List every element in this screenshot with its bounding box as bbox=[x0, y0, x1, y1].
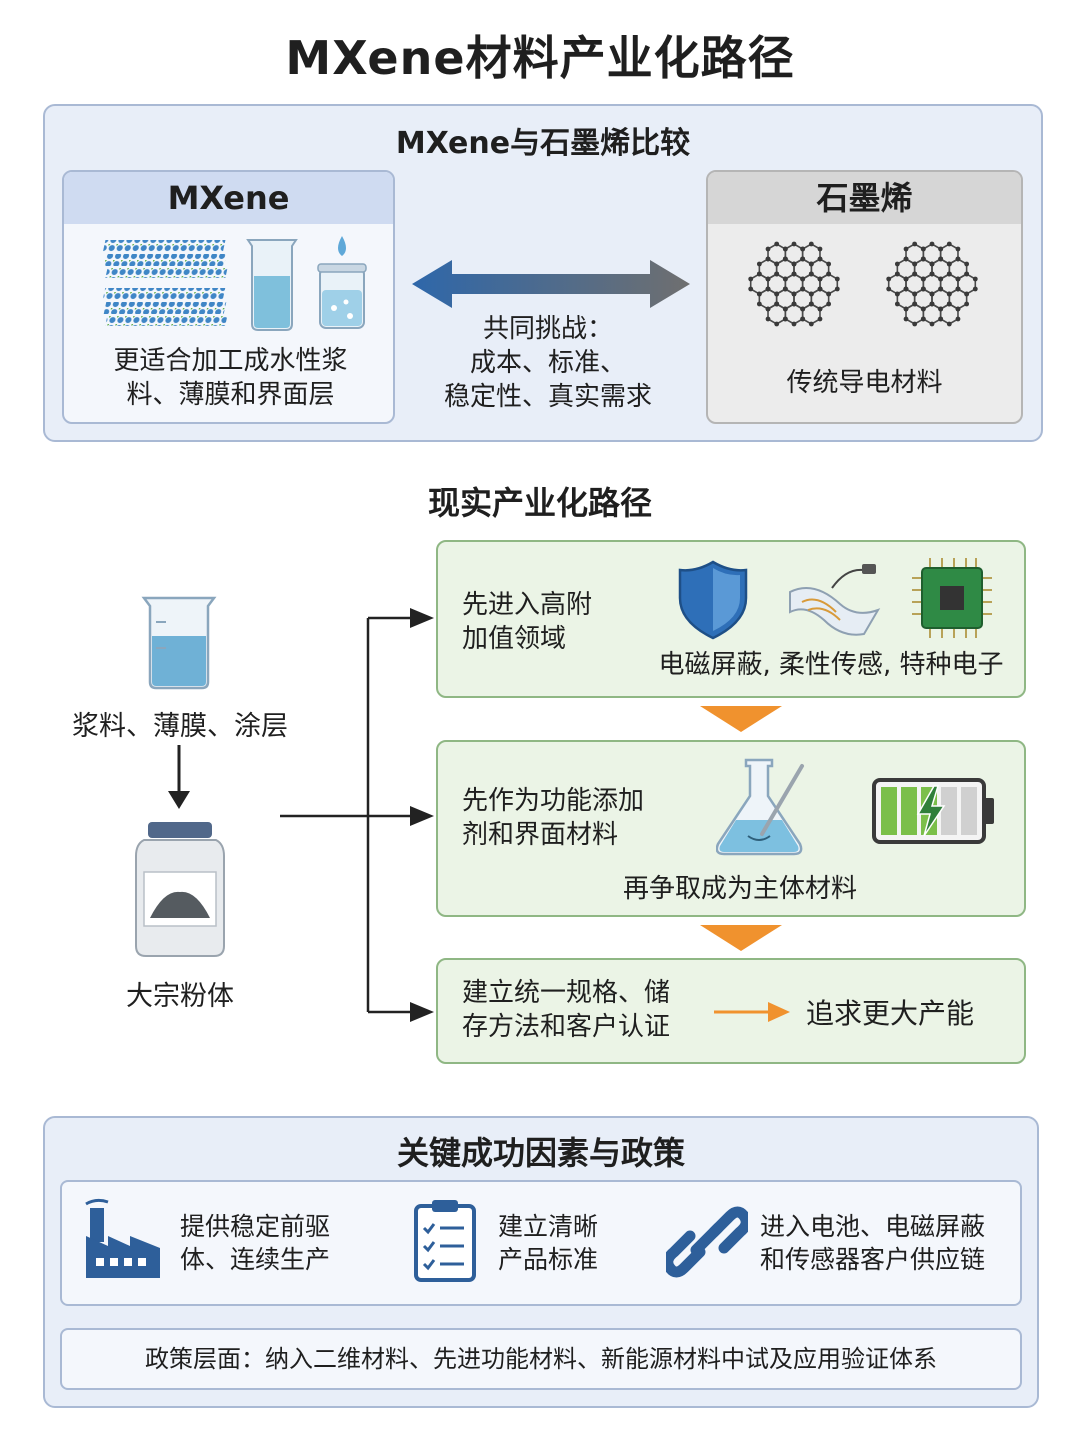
path-title: 现实产业化路径 bbox=[427, 484, 652, 522]
stage1-line2: 加值领域 bbox=[462, 624, 567, 654]
challenge-line3: 稳定性、真实需求 bbox=[443, 382, 652, 412]
factor2-line2: 产品标准 bbox=[498, 1245, 599, 1274]
factors-title: 关键成功因素与政策 bbox=[396, 1134, 685, 1172]
challenge-line2: 成本、标准、 bbox=[469, 348, 626, 378]
mxene-box: MXene bbox=[62, 170, 395, 424]
factor1-line1: 提供稳定前驱 bbox=[180, 1212, 331, 1241]
factors-box bbox=[60, 1180, 1022, 1306]
factor3-line2: 和传感器客户供应链 bbox=[760, 1245, 986, 1274]
beaker-icon bbox=[246, 239, 298, 331]
factor2-line1: 建立清晰 bbox=[498, 1212, 599, 1241]
challenge-heading: 共同挑战： bbox=[482, 314, 613, 344]
mxene-heading: MXene bbox=[64, 172, 393, 224]
factory-icon bbox=[85, 1198, 160, 1278]
policy-statement: 政策层面：纳入二维材料、先进功能材料、新能源材料中试及应用验证体系 bbox=[60, 1328, 1022, 1390]
stage3-result: 追求更大产能 bbox=[806, 997, 975, 1030]
mxene-layers-icon bbox=[102, 236, 367, 331]
factor1-text: 提供稳定前驱 体、连续生产 bbox=[180, 1210, 330, 1276]
graphene-heading: 石墨烯 bbox=[708, 172, 1021, 224]
water-jar-icon bbox=[317, 236, 367, 329]
mxene-description: 更适合加工成水性浆 料、薄膜和界面层 bbox=[64, 344, 397, 412]
factor3-line1: 进入电池、电磁屏蔽 bbox=[760, 1212, 986, 1241]
checklist-icon bbox=[414, 1200, 476, 1282]
battery-charging-icon bbox=[872, 778, 994, 844]
factor3-text: 进入电池、电磁屏蔽 和传感器客户供应链 bbox=[760, 1210, 985, 1276]
graphene-lattice-icon bbox=[748, 241, 978, 327]
stage2-line2: 剂和界面材料 bbox=[462, 820, 619, 850]
factor2-text: 建立清晰 产品标准 bbox=[498, 1210, 598, 1276]
stage3-line1: 建立统一规格、储 bbox=[462, 978, 671, 1008]
stage2-line1: 先作为功能添加 bbox=[462, 786, 645, 816]
stage2-goal: 再争取成为主体材料 bbox=[622, 874, 857, 904]
powder-jar-icon bbox=[135, 822, 225, 957]
orange-down-arrow-icon bbox=[700, 706, 782, 732]
branch-connector bbox=[280, 608, 434, 1022]
stage1-applications: 电磁屏蔽, 柔性传感, 特种电子 bbox=[658, 650, 1004, 680]
page-title: MXene材料产业化路径 bbox=[285, 31, 795, 85]
orange-right-arrow-icon bbox=[714, 1002, 790, 1022]
chain-link-icon bbox=[666, 1206, 748, 1278]
graphene-description: 传统导电材料 bbox=[786, 368, 943, 398]
comparison-title: MXene与石墨烯比较 bbox=[395, 126, 691, 161]
common-challenge: 共同挑战： 成本、标准、 稳定性、真实需求 bbox=[410, 312, 686, 414]
stage3-line2: 存方法和客户认证 bbox=[462, 1012, 671, 1042]
chip-icon bbox=[912, 558, 992, 638]
powder-label: 大宗粉体 bbox=[126, 981, 234, 1012]
stage3-text: 建立统一规格、储 存方法和客户认证 bbox=[462, 976, 670, 1044]
flask-icon bbox=[716, 758, 804, 856]
flexible-sensor-icon bbox=[789, 564, 881, 636]
stage2-text: 先作为功能添加 剂和界面材料 bbox=[462, 784, 644, 852]
down-arrow-icon bbox=[168, 745, 190, 809]
double-arrow-icon bbox=[412, 260, 690, 308]
slurry-beaker-icon bbox=[141, 596, 217, 690]
factor1-line2: 体、连续生产 bbox=[180, 1245, 331, 1274]
orange-down-arrow-icon bbox=[700, 925, 782, 951]
mxene-desc-line1: 更适合加工成水性浆 bbox=[113, 346, 348, 376]
shield-icon bbox=[678, 560, 748, 640]
stage1-text: 先进入高附 加值领域 bbox=[462, 588, 592, 656]
forms-label: 浆料、薄膜、涂层 bbox=[72, 711, 288, 742]
mxene-desc-line2: 料、薄膜和界面层 bbox=[126, 380, 335, 410]
stage1-line1: 先进入高附 bbox=[462, 590, 593, 620]
